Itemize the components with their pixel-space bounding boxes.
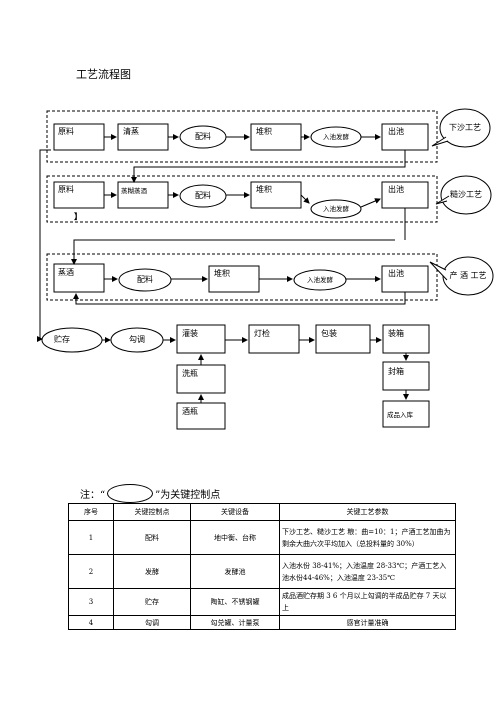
flow-connectors [37,108,494,430]
storage: 贮存 [54,335,70,344]
row3-out-of-pit: 出池 [388,269,404,278]
cell-no: 2 [68,554,114,589]
wine-bottles: 酒瓶 [182,407,198,416]
diagram-title: 工艺流程图 [76,68,131,81]
cell-equipment: 陶缸、不锈钢罐 [190,588,280,616]
callout-zaosha: 糙沙工艺 [450,190,482,199]
oval-legend-icon [107,484,154,503]
row2-bracket-mark: 】 [74,211,82,221]
row3-pile: 堆积 [214,269,230,278]
table-row: 1 配料 地中衡、台称 下沙工艺、糙沙工艺 粮：曲=10：1；产酒工艺加曲为剩余… [68,520,456,555]
cell-params: 入池水份 38-41%；入池温度 28-33℃；产酒工艺入池水份44-46%；入… [279,554,456,589]
finished-storage: 成品入库 [387,411,413,419]
row1-pile: 堆积 [256,127,272,136]
row3-mix: 配料 [137,275,153,284]
blending: 勾调 [129,335,145,344]
col-header-equipment: 关键设备 [190,503,280,521]
note-suffix: ”为关键控制点 [155,490,221,501]
cell-point: 发酵 [113,554,191,589]
key-control-table: 序号 关键控制点 关键设备 关键工艺参数 1 配料 地中衡、台称 下沙工艺、糙沙… [68,503,456,630]
cell-no: 3 [68,588,114,616]
row2-ferment: 入池发酵 [323,205,349,213]
cell-params: 成品酒贮存期 3 6 个月以上勾调的半成品贮存 7 天以上 [279,588,456,616]
legend-note: 注：“ ”为关键控制点 [80,484,220,503]
group-frame-xiasha [46,110,438,163]
boxing: 装箱 [388,329,404,338]
table-row: 2 发酵 发酵池 入池水份 38-41%；入池温度 28-33℃；产酒工艺入池水… [68,554,456,589]
cell-point: 勾调 [113,615,191,630]
row1-mix: 配料 [195,132,211,141]
callout-xiasha: 下沙工艺 [449,123,481,132]
row2-pile: 堆积 [256,185,272,194]
cell-no: 1 [68,520,114,555]
cell-equipment: 勾兑罐、计量泵 [190,615,280,630]
row2-mix: 配料 [195,191,211,200]
cell-no: 4 [68,615,114,630]
row1-ferment: 入池发酵 [323,133,349,141]
table-row: 4 勾调 勾兑罐、计量泵 感官计量准确 [68,615,456,630]
col-header-no: 序号 [68,503,114,521]
box-sealing: 封箱 [388,367,404,376]
note-prefix: 注：“ [80,490,106,501]
cell-equipment: 发酵池 [190,554,280,589]
packing: 包装 [321,329,337,338]
cell-point: 配料 [113,520,191,555]
table-header-row: 序号 关键控制点 关键设备 关键工艺参数 [68,503,456,521]
col-header-point: 关键控制点 [113,503,191,521]
row3-ferment: 入池发酵 [307,276,333,284]
light-inspection: 灯检 [254,329,270,338]
cell-params: 感官计量准确 [279,615,456,630]
row2-steam: 蒸糊蒸酒 [121,187,147,195]
row1-raw-material: 原料 [58,127,74,136]
bottle-washing: 洗瓶 [182,369,198,378]
group-frame-zaosha [46,175,438,223]
row2-raw-material: 原料 [58,185,74,194]
row1-out-of-pit: 出池 [388,127,404,136]
table-row: 3 贮存 陶缸、不锈钢罐 成品酒贮存期 3 6 个月以上勾调的半成品贮存 7 天… [68,588,456,616]
cell-equipment: 地中衡、台称 [190,520,280,555]
row1-steam: 清蒸 [123,127,139,136]
group-frame-chanjiu [46,253,438,301]
callout-chanjiu: 产 酒 工艺 [449,271,487,280]
row3-distill: 蒸酒 [58,268,74,277]
col-header-params: 关键工艺参数 [279,503,456,521]
cell-point: 贮存 [113,588,191,616]
cell-params: 下沙工艺、糙沙工艺 粮：曲=10：1；产酒工艺加曲为剩余大曲六次平均加入（总投料… [279,520,456,555]
row2-out-of-pit: 出池 [388,185,404,194]
filling: 灌装 [182,329,198,338]
